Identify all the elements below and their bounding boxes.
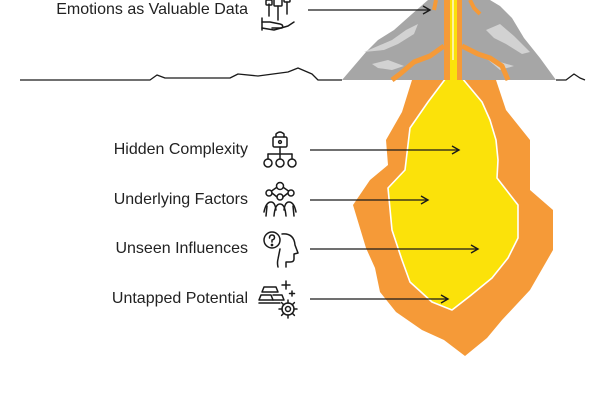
- label-untapped-potential: Untapped Potential: [111, 290, 248, 307]
- label-unseen-influences: Unseen Influences: [115, 240, 248, 257]
- lava-flow-right: [460, 43, 511, 81]
- label-hidden-complexity: Hidden Complexity: [113, 141, 248, 158]
- mountain-highlight-right: [486, 24, 530, 54]
- hand-holding-plant-icon: [261, 0, 295, 31]
- lava-flow-left: [390, 43, 446, 82]
- head-question-icon: [263, 231, 299, 268]
- label-underlying-factors: Underlying Factors: [113, 191, 248, 208]
- magma-core-inner: [387, 77, 519, 311]
- network-people-icon: [263, 181, 297, 217]
- gold-bars-gear-icon: [258, 280, 298, 319]
- mountain-highlight-left: [364, 24, 418, 52]
- label-emotions-as-valuable-data: Emotions as Valuable Data: [56, 1, 248, 18]
- hierarchy-lock-icon: [263, 131, 297, 168]
- mountain-highlight-left-low: [372, 60, 404, 70]
- ground-line: [20, 67, 586, 81]
